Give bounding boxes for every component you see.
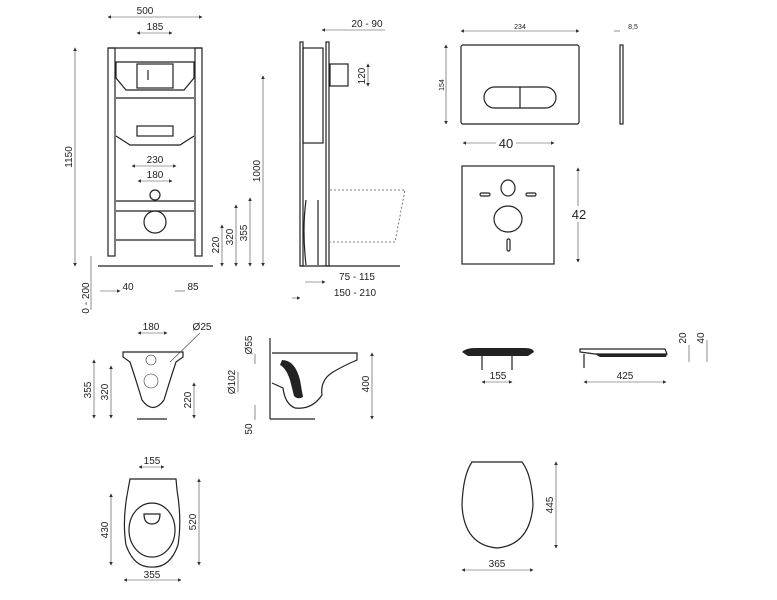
- dim-seat-40: 40: [696, 332, 707, 344]
- dim-leg-adjust: 0 - 200: [81, 282, 92, 314]
- dim-seat-top-width: 365: [489, 559, 506, 570]
- bowl-front-view: 180 Ø25 355 320 220: [83, 322, 212, 420]
- dim-seat-length: 425: [617, 371, 634, 382]
- dim-inlet-diameter: Ø55: [244, 335, 255, 354]
- dim-mat-height: 42: [572, 207, 586, 222]
- dim-plate-thickness: 8,5: [628, 24, 638, 31]
- dim-frame-width: 500: [137, 6, 154, 17]
- dim-430: 430: [100, 521, 111, 538]
- frame-side-view: 20 - 90 120 75 - 115 150 - 210: [292, 19, 406, 300]
- sound-mat-view: 40 42: [461, 136, 587, 265]
- dim-bowl-height: 400: [361, 375, 372, 392]
- dim-seat-20: 20: [678, 332, 689, 344]
- dim-hole-diameter: Ø25: [193, 322, 212, 333]
- dim-outlet-diameter: Ø102: [227, 369, 238, 394]
- dim-plate-width: 234: [514, 24, 526, 31]
- dim-foot-40: 40: [122, 282, 134, 293]
- dim-flush-opening: 185: [147, 22, 164, 33]
- dim-mat-width: 40: [499, 136, 513, 151]
- dim-bolt-span-outer: 230: [147, 155, 164, 166]
- dim-seat-top-length: 445: [545, 496, 556, 513]
- dim-bowl-bolt-span: 180: [143, 322, 160, 333]
- dim-top-bolt-span: 155: [144, 456, 161, 467]
- dim-75-115: 75 - 115: [339, 272, 375, 283]
- bowl-side-view: Ø55 Ø102 50 400: [227, 335, 374, 435]
- dim-bowl-355: 355: [83, 381, 94, 398]
- dim-foot-85: 85: [187, 282, 199, 293]
- dim-pipe-120: 120: [357, 67, 368, 84]
- seat-side-views: 155 425 20 40: [462, 332, 708, 384]
- frame-front-view: 500 185 1150 1000 230 180 355 320 220 0 …: [64, 6, 265, 314]
- dim-plate-height: 154: [439, 79, 446, 91]
- dim-seat-bolt-span: 155: [490, 371, 507, 382]
- dim-frame-height: 1150: [64, 146, 75, 168]
- dim-depth-range: 20 - 90: [351, 19, 383, 30]
- seat-top-view: 445 365: [461, 461, 558, 572]
- dim-bolt-span-inner: 180: [147, 170, 164, 181]
- dim-355: 355: [239, 224, 250, 241]
- flush-plate-view: 234 154 8,5: [439, 24, 638, 125]
- bowl-top-view: 155 430 520 355: [100, 456, 201, 582]
- dim-actuator-height: 1000: [252, 159, 263, 182]
- dim-50: 50: [244, 423, 255, 435]
- dim-bowl-320: 320: [100, 383, 111, 400]
- dim-bowl-width: 355: [144, 570, 161, 581]
- dim-bowl-length: 520: [188, 513, 199, 530]
- dim-220: 220: [211, 236, 222, 253]
- dim-320: 320: [225, 228, 236, 245]
- dim-150-210: 150 - 210: [334, 288, 377, 299]
- dim-bowl-220: 220: [183, 391, 194, 408]
